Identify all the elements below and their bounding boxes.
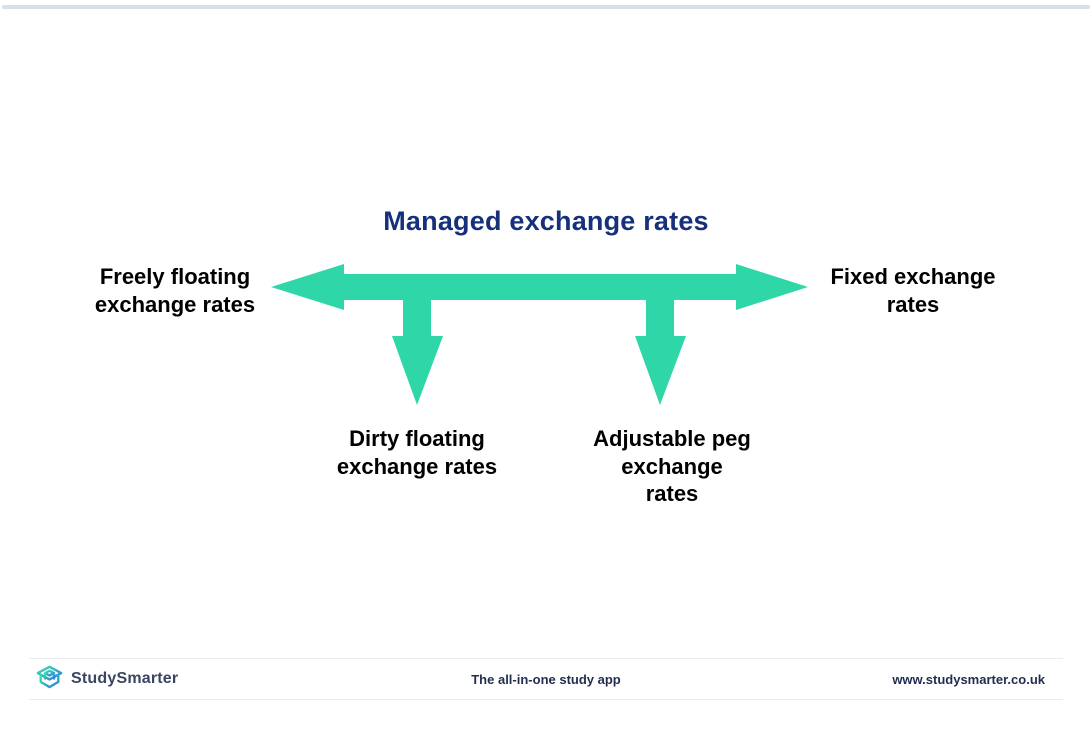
node-label-line: Fixed exchange xyxy=(830,264,996,289)
node-label-line: rates xyxy=(886,291,940,317)
node-adjustable-peg: Adjustable peg exchange rates xyxy=(593,425,751,508)
node-dirty-floating: Dirty floating exchange rates xyxy=(337,425,497,480)
down-arrow-adjustable-peg-icon xyxy=(635,300,686,405)
node-label-line: exchange rates xyxy=(94,291,256,317)
node-label-line: Adjustable peg xyxy=(593,426,751,451)
studysmarter-box-logo-icon xyxy=(36,665,63,689)
footer-website-url: www.studysmarter.co.uk xyxy=(892,672,1045,687)
horizontal-double-arrow-icon xyxy=(271,264,808,310)
studysmarter-wordmark: StudySmarter xyxy=(71,670,179,687)
page-top-divider xyxy=(2,5,1090,9)
footer-tagline: The all-in-one study app xyxy=(471,672,621,687)
down-arrow-dirty-floating-icon xyxy=(392,300,443,405)
node-label-line: exchange xyxy=(621,453,723,479)
node-label-line: Freely floating xyxy=(99,264,251,289)
node-fixed-exchange: Fixed exchange rates xyxy=(830,263,995,318)
node-label-line: Dirty floating xyxy=(349,426,485,451)
diagram-title: Managed exchange rates xyxy=(383,206,709,236)
footer-top-divider xyxy=(29,658,1063,659)
node-label-line: exchange rates xyxy=(336,453,498,479)
node-freely-floating: Freely floating exchange rates xyxy=(95,263,255,318)
node-label-line: rates xyxy=(645,481,699,506)
footer-bottom-divider xyxy=(29,699,1063,700)
